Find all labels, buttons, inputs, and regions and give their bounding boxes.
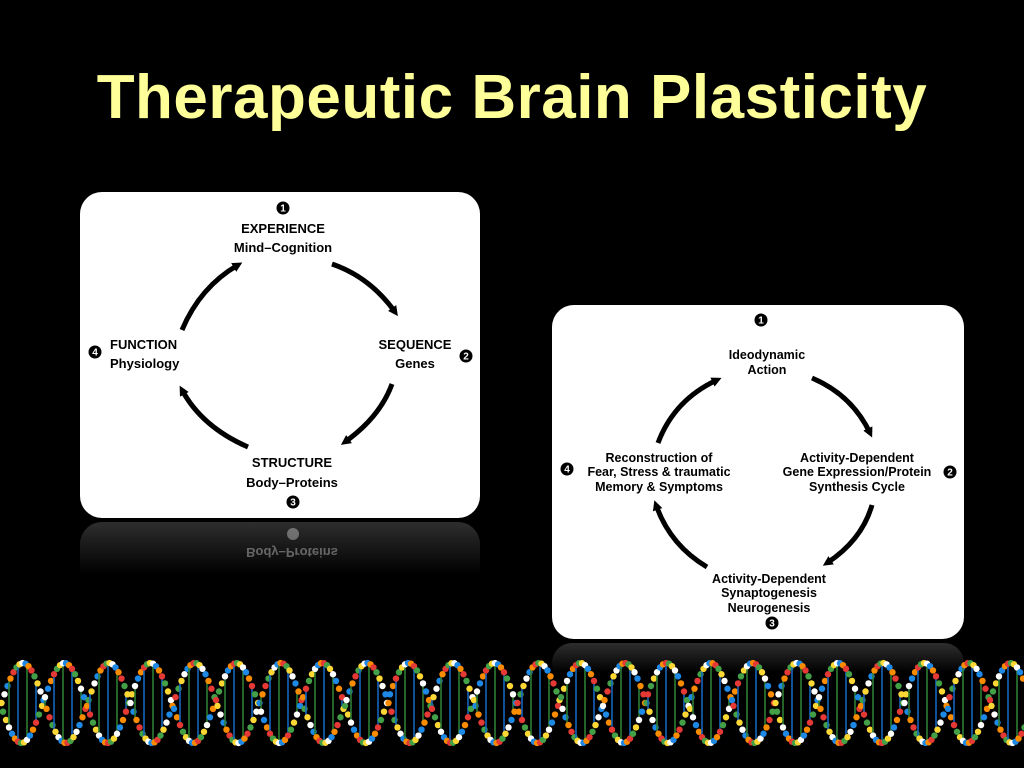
node-number: 1 bbox=[280, 204, 286, 215]
node-line: Activity-Dependent bbox=[712, 572, 827, 586]
cycle-arrow bbox=[822, 504, 875, 566]
node-number: 1 bbox=[758, 316, 764, 327]
node-line: Action bbox=[748, 363, 787, 377]
node-title: FUNCTION bbox=[110, 337, 177, 352]
cycle-node-gene-expression: Activity-Dependent Gene Expression/Prote… bbox=[783, 451, 957, 494]
node-title: STRUCTURE bbox=[252, 455, 332, 470]
node-subtitle: Genes bbox=[395, 356, 435, 371]
number-badge bbox=[943, 465, 957, 479]
node-number: 4 bbox=[564, 465, 570, 476]
node-number: 3 bbox=[290, 498, 296, 509]
node-line: Synthesis Cycle bbox=[809, 480, 905, 494]
panel-1-reflection: Body–Proteins bbox=[80, 522, 480, 592]
number-badge bbox=[286, 495, 300, 509]
number-badge bbox=[754, 313, 768, 327]
cycle-node-reconstruction: 4 Reconstruction of Fear, Stress & traum… bbox=[560, 451, 731, 494]
cycle-arrow bbox=[179, 262, 243, 331]
node-line: Gene Expression/Protein bbox=[783, 465, 932, 479]
cycle-arrow bbox=[340, 383, 395, 445]
cycle-diagram-panel-2: 1 Ideodynamic Action Activity-Dependent … bbox=[552, 305, 964, 639]
node-number: 3 bbox=[769, 619, 775, 630]
slide-title: Therapeutic Brain Plasticity bbox=[96, 63, 928, 132]
cycle-arrow bbox=[655, 377, 722, 444]
cycle-arrow bbox=[811, 375, 873, 438]
reflection-text: Body–Proteins bbox=[246, 545, 338, 560]
cycle-diagram-panel-1: 1 EXPERIENCE Mind–Cognition SEQUENCE Gen… bbox=[80, 192, 480, 518]
number-badge bbox=[560, 462, 574, 476]
number-badge bbox=[765, 616, 779, 630]
node-line: Fear, Stress & traumatic bbox=[587, 465, 730, 479]
node-line: Ideodynamic bbox=[729, 348, 805, 362]
node-line: Reconstruction of bbox=[606, 451, 714, 465]
number-badge bbox=[459, 349, 473, 363]
node-line: Synaptogenesis bbox=[721, 586, 817, 600]
number-badge bbox=[276, 201, 290, 215]
node-number: 2 bbox=[947, 468, 953, 479]
node-number: 4 bbox=[92, 348, 98, 359]
cycle-diagram-2: 1 Ideodynamic Action Activity-Dependent … bbox=[560, 313, 957, 630]
dna-helix-image bbox=[0, 659, 1024, 747]
cycle-arrow bbox=[331, 261, 398, 317]
cycle-node-function: 4 FUNCTION Physiology bbox=[88, 337, 180, 371]
node-title: SEQUENCE bbox=[379, 337, 452, 352]
node-line: Memory & Symptoms bbox=[595, 480, 723, 494]
node-line: Activity-Dependent bbox=[800, 451, 915, 465]
reflection-art: Body–Proteins bbox=[246, 528, 338, 560]
cycle-node-experience: 1 EXPERIENCE Mind–Cognition bbox=[234, 201, 332, 255]
cycle-diagram-1: 1 EXPERIENCE Mind–Cognition SEQUENCE Gen… bbox=[88, 201, 473, 509]
cycle-node-structure: STRUCTURE Body–Proteins 3 bbox=[246, 455, 338, 509]
node-subtitle: Physiology bbox=[110, 356, 180, 371]
cycle-node-sequence: SEQUENCE Genes 2 bbox=[379, 337, 473, 371]
cycle-arrow bbox=[179, 385, 249, 450]
cycle-node-synaptogenesis: Activity-Dependent Synaptogenesis Neurog… bbox=[712, 572, 827, 630]
number-badge bbox=[88, 345, 102, 359]
node-line: Neurogenesis bbox=[728, 601, 811, 615]
node-subtitle: Body–Proteins bbox=[246, 475, 338, 490]
cycle-node-ideodynamic-action: 1 Ideodynamic Action bbox=[729, 313, 805, 377]
node-subtitle: Mind–Cognition bbox=[234, 240, 332, 255]
node-number: 2 bbox=[463, 352, 469, 363]
node-title: EXPERIENCE bbox=[241, 221, 325, 236]
cycle-arrow bbox=[652, 500, 709, 570]
